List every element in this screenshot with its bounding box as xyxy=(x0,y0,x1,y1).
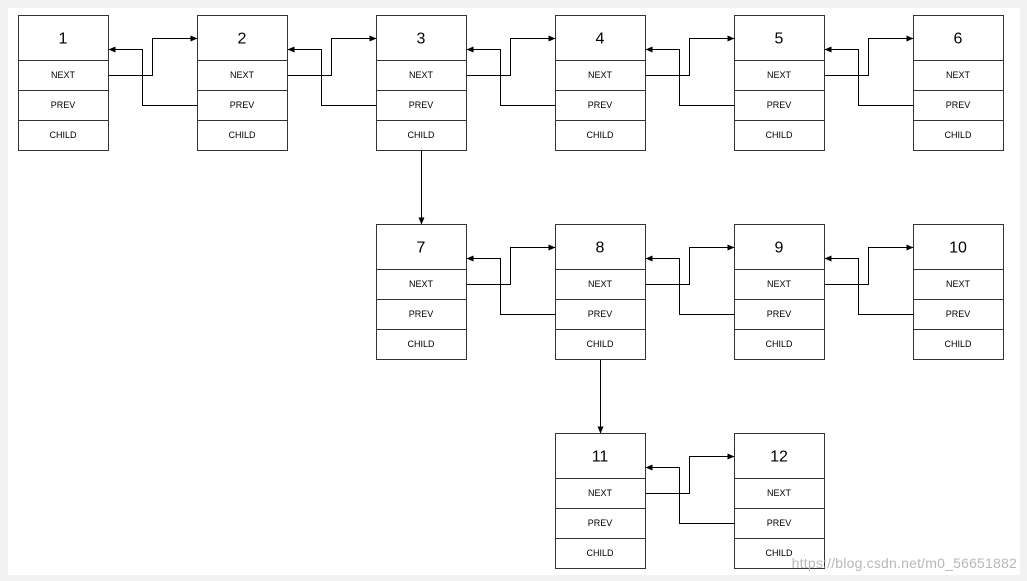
field-child-label: CHILD xyxy=(586,339,614,349)
field-next-label: NEXT xyxy=(767,488,792,498)
prev-pointer-5-4 xyxy=(645,46,735,106)
node-box xyxy=(555,224,646,360)
node-title: 1 xyxy=(59,31,68,48)
field-child-label: CHILD xyxy=(586,130,614,140)
node-box xyxy=(913,224,1004,360)
prev-pointer-12-11 xyxy=(645,464,735,524)
field-next-label: NEXT xyxy=(588,70,613,80)
node-box xyxy=(18,15,109,151)
field-next-label: NEXT xyxy=(946,70,971,80)
field-child-label: CHILD xyxy=(765,548,793,558)
next-pointer-7-8 xyxy=(466,244,556,285)
node-title: 4 xyxy=(596,31,605,48)
field-child-label: CHILD xyxy=(944,339,972,349)
prev-pointer-6-5 xyxy=(824,46,914,106)
field-prev-label: PREV xyxy=(767,309,792,319)
prev-pointer-3-2 xyxy=(287,46,377,106)
field-next-label: NEXT xyxy=(409,279,434,289)
field-prev-label: PREV xyxy=(230,100,255,110)
node-title: 6 xyxy=(954,31,963,48)
node-box xyxy=(376,15,467,151)
field-child-label: CHILD xyxy=(228,130,256,140)
next-pointer-2-3 xyxy=(287,35,377,76)
next-pointer-4-5 xyxy=(645,35,735,76)
prev-pointer-4-3 xyxy=(466,46,556,106)
field-next-label: NEXT xyxy=(230,70,255,80)
next-pointer-8-9 xyxy=(645,244,735,285)
field-next-label: NEXT xyxy=(767,70,792,80)
node-title: 8 xyxy=(596,240,605,257)
field-prev-label: PREV xyxy=(588,518,613,528)
prev-pointer-10-9 xyxy=(824,255,914,315)
next-pointer-11-12 xyxy=(645,453,735,494)
field-prev-label: PREV xyxy=(588,100,613,110)
field-next-label: NEXT xyxy=(409,70,434,80)
prev-pointer-9-8 xyxy=(645,255,735,315)
node-title: 11 xyxy=(592,449,609,466)
node-title: 2 xyxy=(238,31,247,48)
field-next-label: NEXT xyxy=(946,279,971,289)
node-box xyxy=(555,15,646,151)
node-title: 9 xyxy=(775,240,784,257)
diagram-canvas xyxy=(8,8,1020,575)
node-box xyxy=(555,433,646,569)
node-box xyxy=(734,15,825,151)
next-pointer-5-6 xyxy=(824,35,914,76)
node-title: 10 xyxy=(949,240,967,257)
field-next-label: NEXT xyxy=(767,279,792,289)
field-prev-label: PREV xyxy=(946,100,971,110)
field-prev-label: PREV xyxy=(588,309,613,319)
field-prev-label: PREV xyxy=(767,518,792,528)
field-next-label: NEXT xyxy=(588,279,613,289)
prev-pointer-8-7 xyxy=(466,255,556,315)
next-pointer-3-4 xyxy=(466,35,556,76)
node-box xyxy=(376,224,467,360)
node-title: 3 xyxy=(417,31,426,48)
node-title: 7 xyxy=(417,240,426,257)
field-child-label: CHILD xyxy=(944,130,972,140)
watermark-text: https://blog.csdn.net/m0_56651882 xyxy=(791,555,1017,571)
next-pointer-1-2 xyxy=(108,35,198,76)
field-child-label: CHILD xyxy=(407,339,435,349)
field-child-label: CHILD xyxy=(765,130,793,140)
node-box xyxy=(734,224,825,360)
prev-pointer-2-1 xyxy=(108,46,198,106)
node-box xyxy=(913,15,1004,151)
field-prev-label: PREV xyxy=(409,309,434,319)
node-title: 5 xyxy=(775,31,784,48)
field-child-label: CHILD xyxy=(407,130,435,140)
node-title: 12 xyxy=(770,449,788,466)
field-child-label: CHILD xyxy=(49,130,77,140)
field-prev-label: PREV xyxy=(946,309,971,319)
field-child-label: CHILD xyxy=(586,548,614,558)
field-prev-label: PREV xyxy=(51,100,76,110)
field-prev-label: PREV xyxy=(767,100,792,110)
next-pointer-9-10 xyxy=(824,244,914,285)
links-layer xyxy=(108,35,914,524)
field-next-label: NEXT xyxy=(51,70,76,80)
field-prev-label: PREV xyxy=(409,100,434,110)
node-box xyxy=(197,15,288,151)
field-next-label: NEXT xyxy=(588,488,613,498)
field-child-label: CHILD xyxy=(765,339,793,349)
node-box xyxy=(734,433,825,569)
